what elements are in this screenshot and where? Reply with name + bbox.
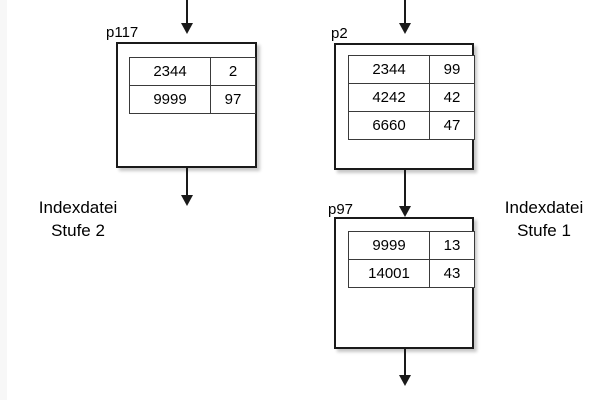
- caption-right-line2: Stufe 1: [517, 221, 571, 240]
- entry-key: 9999: [348, 231, 430, 260]
- arrow-into-p117: [181, 0, 193, 34]
- arrow-into-p2: [399, 0, 411, 34]
- arrow-head: [399, 23, 411, 34]
- table-row: 9999 13: [348, 231, 475, 260]
- arrow-shaft: [404, 170, 406, 207]
- arrow-head: [399, 375, 411, 386]
- arrow-p2-to-p97: [399, 170, 411, 218]
- entry-pointer: 2: [210, 57, 256, 86]
- table-row: 14001 43: [348, 259, 475, 288]
- entry-table-p117: 2344 2 9999 97: [129, 57, 256, 114]
- caption-left-line2: Stufe 2: [51, 221, 105, 240]
- entry-key: 2344: [348, 55, 430, 84]
- entry-key: 14001: [348, 259, 430, 288]
- entry-key: 6660: [348, 111, 430, 140]
- table-row: 6660 47: [348, 111, 475, 140]
- entry-key: 4242: [348, 83, 430, 112]
- caption-left: Indexdatei Stufe 2: [14, 196, 142, 242]
- entry-pointer: 97: [210, 85, 256, 114]
- table-row: 4242 42: [348, 83, 475, 112]
- box-label-p97: p97: [328, 201, 354, 218]
- arrow-shaft: [186, 0, 188, 24]
- entry-table-p2: 2344 99 4242 42 6660 47: [348, 55, 475, 140]
- arrow-head: [181, 23, 193, 34]
- entry-key: 2344: [129, 57, 211, 86]
- box-label-p2: p2: [331, 25, 348, 42]
- table-row: 9999 97: [129, 85, 256, 114]
- arrow-shaft: [186, 168, 188, 197]
- entry-pointer: 47: [429, 111, 475, 140]
- caption-left-line1: Indexdatei: [38, 198, 118, 217]
- entry-key: 9999: [129, 85, 211, 114]
- arrow-head: [181, 195, 193, 206]
- entry-pointer: 99: [429, 55, 475, 84]
- table-row: 2344 2: [129, 57, 256, 86]
- entry-pointer: 43: [429, 259, 475, 288]
- entry-table-p97: 9999 13 14001 43: [348, 231, 475, 288]
- box-label-p117: p117: [106, 24, 139, 41]
- arrow-shaft: [404, 349, 406, 377]
- arrow-shaft: [404, 0, 406, 24]
- entry-pointer: 42: [429, 83, 475, 112]
- arrow-out-of-p97: [399, 349, 411, 389]
- arrow-head: [399, 206, 411, 217]
- caption-right: Indexdatei Stufe 1: [484, 196, 604, 242]
- arrow-out-of-p117: [181, 168, 193, 208]
- entry-pointer: 13: [429, 231, 475, 260]
- left-edge-strip: [0, 0, 7, 400]
- table-row: 2344 99: [348, 55, 475, 84]
- caption-right-line1: Indexdatei: [504, 198, 584, 217]
